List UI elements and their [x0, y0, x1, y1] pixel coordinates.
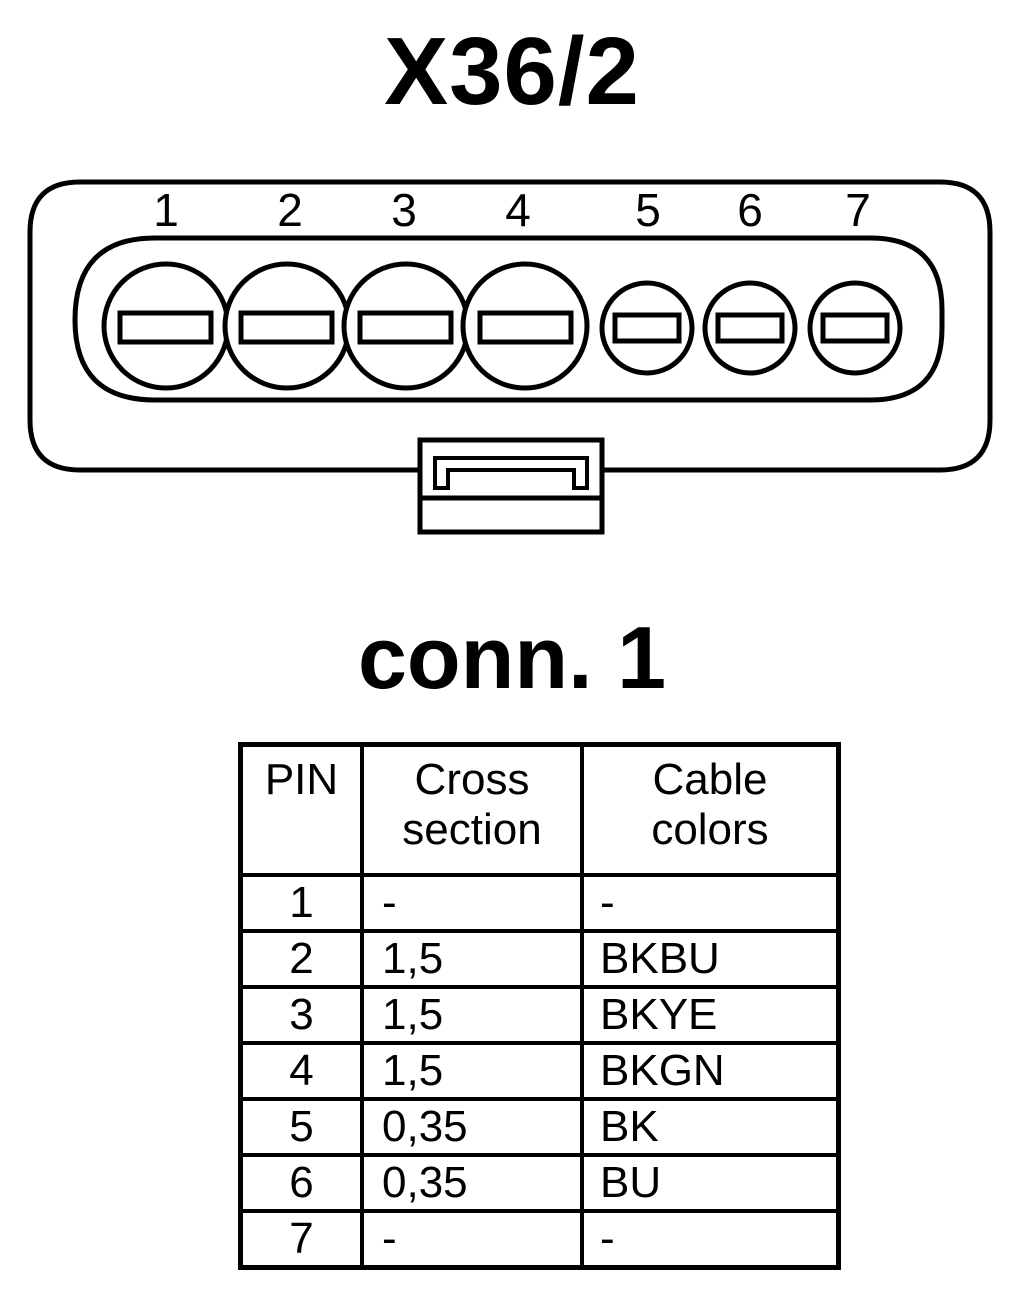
cross-section-cell: 1,5: [360, 1041, 584, 1101]
pin-cell: 3: [238, 985, 364, 1045]
pin-number: 4: [505, 184, 531, 236]
connector-title: X36/2: [384, 18, 640, 125]
cross-section-cell: -: [360, 1209, 584, 1270]
pin-cell: 2: [238, 929, 364, 989]
pin-3-contact: [357, 310, 454, 345]
pin-7-contact: [820, 312, 890, 344]
cross-section-cell: -: [360, 873, 584, 933]
pin-number: 1: [153, 184, 179, 236]
connector-diagram: 1 2 3 4 5 6 7: [27, 179, 993, 535]
table-row: 2 1,5 BKBU: [238, 929, 841, 989]
pin-number: 5: [635, 184, 661, 236]
pin-cell: 5: [238, 1097, 364, 1157]
table-row: 5 0,35 BK: [238, 1097, 841, 1157]
cross-section-cell: 1,5: [360, 985, 584, 1045]
pin-2-contact: [238, 310, 335, 345]
pin-6-contact: [715, 312, 785, 344]
pin-cell: 7: [238, 1209, 364, 1270]
header-cable-colors: Cable colors: [580, 742, 841, 877]
pin-assignment-table: PIN Cross section Cable colors 1 - - 2 1…: [238, 742, 841, 1270]
table-header-row: PIN Cross section Cable colors: [238, 742, 841, 877]
cable-color-cell: BU: [580, 1153, 841, 1213]
cable-color-cell: BK: [580, 1097, 841, 1157]
latch: [417, 437, 605, 535]
pin-1-contact: [117, 310, 214, 345]
cable-color-cell: BKGN: [580, 1041, 841, 1101]
pin-number: 2: [277, 184, 303, 236]
table-row: 1 - -: [238, 873, 841, 933]
cross-section-cell: 0,35: [360, 1097, 584, 1157]
cable-color-cell: -: [580, 1209, 841, 1270]
pin-number: 3: [391, 184, 417, 236]
pin-cell: 4: [238, 1041, 364, 1101]
cable-color-cell: BKYE: [580, 985, 841, 1045]
cable-color-cell: -: [580, 873, 841, 933]
pin-number: 7: [845, 184, 871, 236]
pin-cell: 6: [238, 1153, 364, 1213]
table-row: 7 - -: [238, 1209, 841, 1270]
pin-number: 6: [737, 184, 763, 236]
pin-5-contact: [612, 312, 682, 344]
connector-subtitle: conn. 1: [357, 608, 667, 707]
cross-section-cell: 1,5: [360, 929, 584, 989]
table-row: 3 1,5 BKYE: [238, 985, 841, 1045]
pin-cell: 1: [238, 873, 364, 933]
pin-cavity: [72, 235, 945, 403]
cable-color-cell: BKBU: [580, 929, 841, 989]
cross-section-cell: 0,35: [360, 1153, 584, 1213]
table-row: 6 0,35 BU: [238, 1153, 841, 1213]
table-row: 4 1,5 BKGN: [238, 1041, 841, 1101]
pin-4-contact: [477, 310, 574, 345]
header-pin: PIN: [238, 742, 364, 877]
header-cross-section: Cross section: [360, 742, 584, 877]
